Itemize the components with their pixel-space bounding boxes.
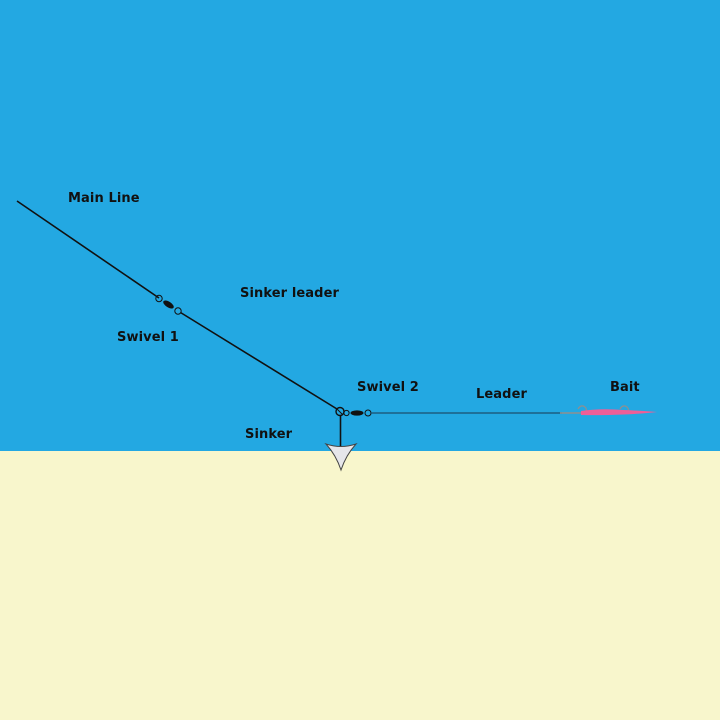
label-leader: Leader	[476, 387, 528, 402]
water-background	[0, 0, 720, 451]
label-swivel-1: Swivel 1	[117, 330, 179, 345]
sand-seabed	[0, 451, 720, 720]
label-sinker-leader: Sinker leader	[240, 286, 340, 301]
sinker-icon	[324, 442, 358, 472]
bait-icon	[560, 405, 657, 416]
label-bait: Bait	[610, 380, 640, 395]
label-sinker: Sinker	[245, 427, 293, 442]
label-main-line: Main Line	[68, 191, 140, 206]
swivel-2-icon	[335, 406, 372, 417]
label-swivel-2: Swivel 2	[357, 380, 419, 395]
swivel-1-icon	[155, 294, 182, 315]
main-line	[16, 200, 160, 299]
sinker-leader-line	[180, 311, 338, 410]
